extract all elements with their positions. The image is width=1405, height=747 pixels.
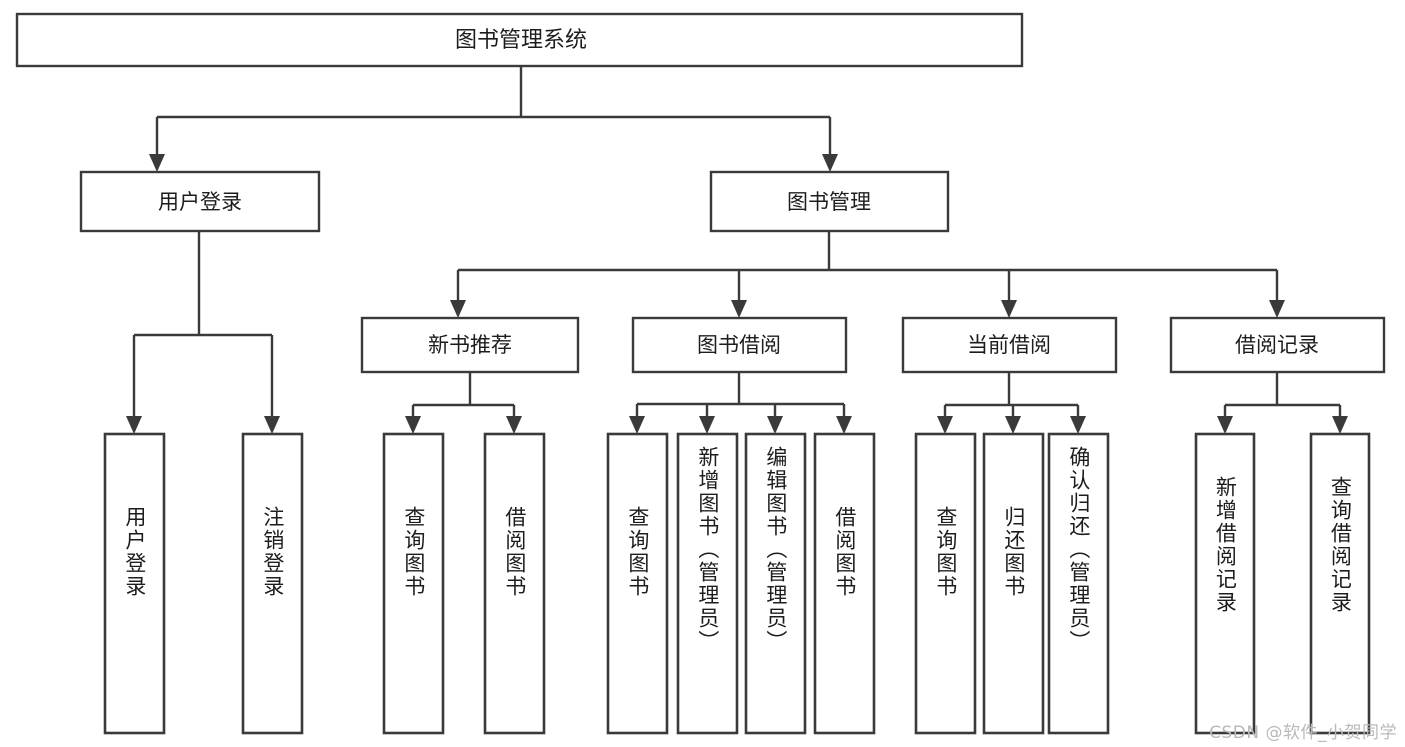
node-user-login-box[interactable] xyxy=(79,170,321,233)
node-book-borrow-label: 图书借阅 xyxy=(697,333,781,357)
arrowhead-userlogin-leaf1 xyxy=(264,416,280,434)
arrowhead-bookborrow-leaf2 xyxy=(767,416,783,434)
arrowhead-userlogin-leaf0 xyxy=(126,416,142,434)
leaf-box-user-login-1[interactable] xyxy=(241,432,304,735)
node-current-borrow-box[interactable] xyxy=(901,316,1118,374)
arrowhead-bookborrow-leaf1 xyxy=(699,416,715,434)
node-root-box[interactable] xyxy=(15,12,1024,68)
leaf-box-current-borrow-2[interactable] xyxy=(1047,432,1110,735)
arrowhead-currentborrow-leaf0 xyxy=(937,416,953,434)
node-new-book-recommend-box[interactable] xyxy=(360,316,580,374)
leaf-box-current-borrow-1[interactable] xyxy=(982,432,1045,735)
node-new-book-recommend[interactable]: 新书推荐 xyxy=(360,316,580,374)
leaf-boxes xyxy=(103,432,1371,735)
node-user-login[interactable]: 用户登录 xyxy=(79,170,321,233)
node-current-borrow-label: 当前借阅 xyxy=(967,333,1051,357)
connector-group-new-book xyxy=(405,372,522,434)
arrowhead-book-borrow xyxy=(731,300,747,318)
arrowhead-borrowrecord-leaf0 xyxy=(1217,416,1233,434)
leaf-box-borrow-record-1[interactable] xyxy=(1309,432,1371,735)
node-borrow-record-box[interactable] xyxy=(1169,316,1386,374)
node-current-borrow[interactable]: 当前借阅 xyxy=(901,316,1118,374)
connector-group-borrow-record xyxy=(1217,372,1348,434)
node-book-borrow[interactable]: 图书借阅 xyxy=(631,316,848,374)
connector-group-root xyxy=(149,66,838,172)
leaf-box-book-borrow-2[interactable] xyxy=(744,432,807,735)
leaf-box-user-login-0[interactable] xyxy=(103,432,166,735)
leaf-box-new-book-1[interactable] xyxy=(483,432,546,735)
node-borrow-record-label: 借阅记录 xyxy=(1235,333,1319,357)
leaf-box-book-borrow-0[interactable] xyxy=(606,432,669,735)
leaf-box-borrow-record-0[interactable] xyxy=(1194,432,1256,735)
node-new-book-recommend-label: 新书推荐 xyxy=(428,333,512,357)
arrowhead-borrowrecord-leaf1 xyxy=(1332,416,1348,434)
leaf-box-book-borrow-3[interactable] xyxy=(813,432,876,735)
leaf-box-book-borrow-1[interactable] xyxy=(676,432,739,735)
node-book-borrow-box[interactable] xyxy=(631,316,848,374)
arrowhead-currentborrow-leaf2 xyxy=(1070,416,1086,434)
arrowhead-currentborrow-leaf1 xyxy=(1005,416,1021,434)
arrowhead-newbook-leaf1 xyxy=(506,416,522,434)
arrowhead-new-book xyxy=(450,300,466,318)
connector-group-user-login xyxy=(126,231,280,434)
node-book-management-label: 图书管理 xyxy=(787,190,871,214)
arrowhead-user-login xyxy=(149,154,165,172)
connector-group-current-borrow xyxy=(937,372,1086,434)
connector-group-book-borrow xyxy=(629,372,852,434)
leaf-box-new-book-0[interactable] xyxy=(382,432,445,735)
node-root[interactable]: 图书管理系统 xyxy=(15,12,1024,68)
csdn-watermark: CSDN @软件_小贺同学 xyxy=(1209,723,1397,743)
arrowhead-borrow-record xyxy=(1269,300,1285,318)
leaf-box-current-borrow-0[interactable] xyxy=(914,432,977,735)
connector-group-book-mgmt xyxy=(450,231,1285,318)
node-book-management[interactable]: 图书管理 xyxy=(709,170,950,233)
node-root-label: 图书管理系统 xyxy=(455,28,587,53)
node-borrow-record[interactable]: 借阅记录 xyxy=(1169,316,1386,374)
arrowhead-bookborrow-leaf0 xyxy=(629,416,645,434)
arrowhead-newbook-leaf0 xyxy=(405,416,421,434)
arrowhead-bookborrow-leaf3 xyxy=(836,416,852,434)
node-user-login-label: 用户登录 xyxy=(158,190,242,214)
arrowhead-book-mgmt xyxy=(822,154,838,172)
arrowhead-current-borrow xyxy=(1001,300,1017,318)
